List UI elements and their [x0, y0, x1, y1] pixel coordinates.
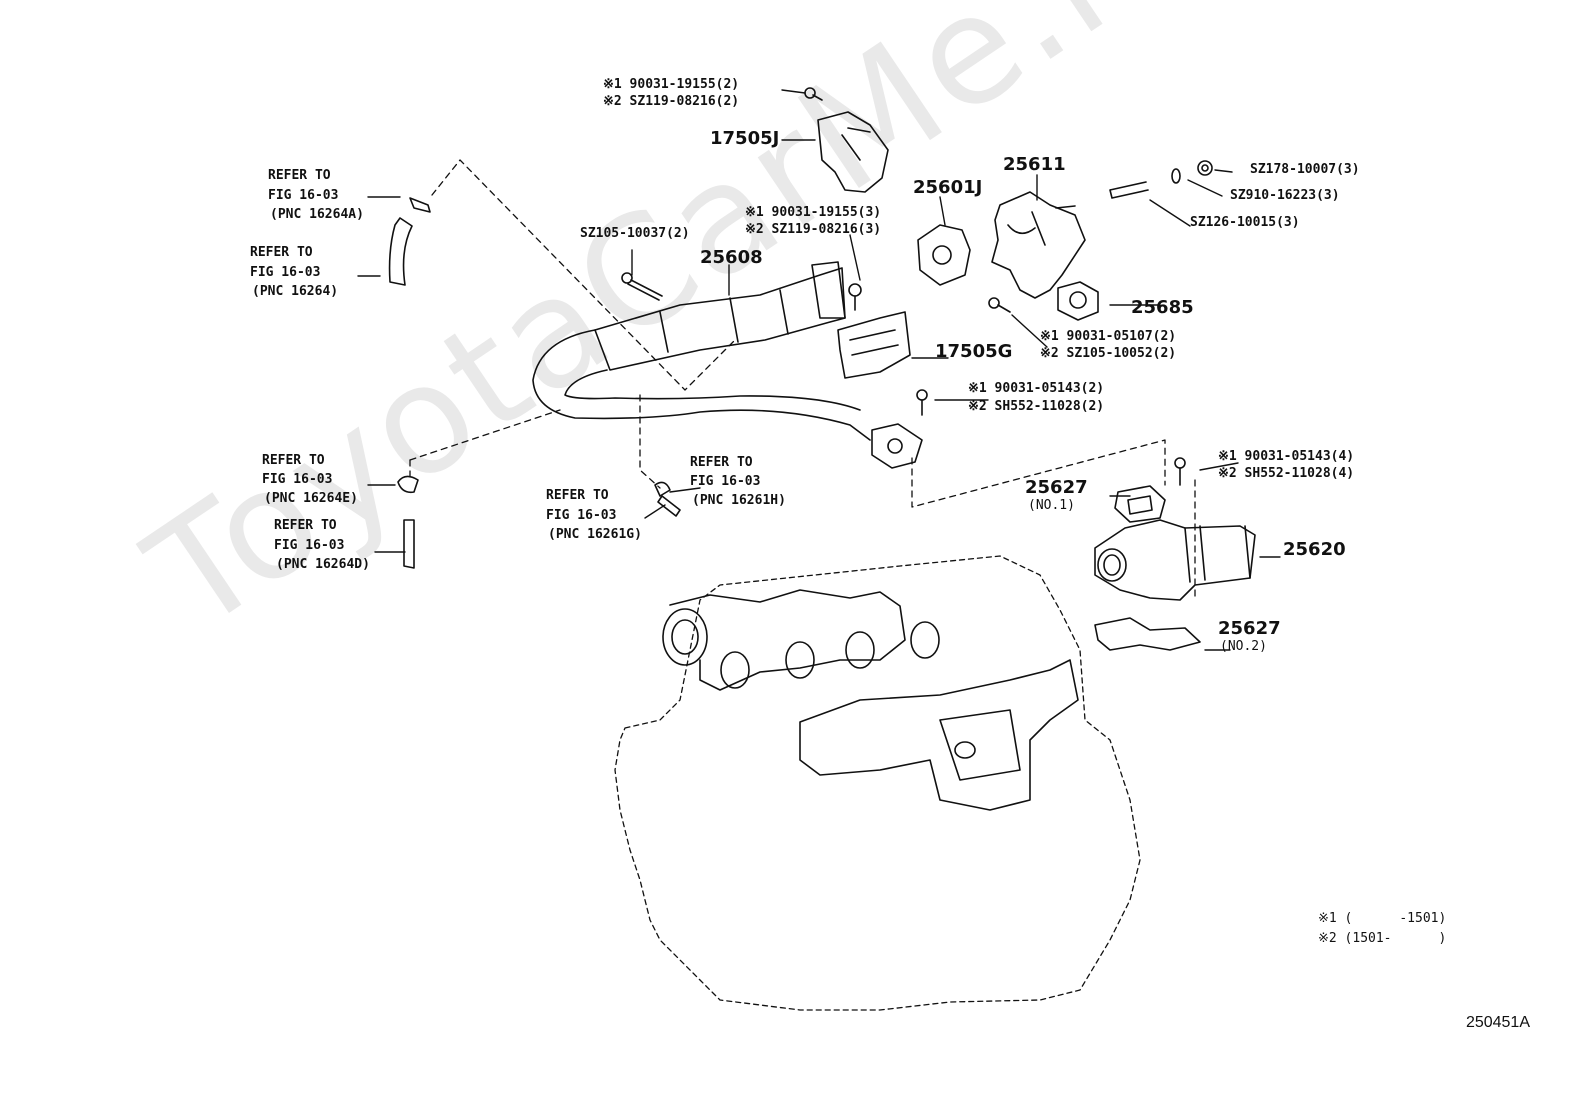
label-bolt-c-2: ※2 SH552-11028(2): [968, 399, 1105, 414]
label-bolt-top-2: ※2 SZ119-08216(2): [603, 94, 740, 109]
nut-washer-stud: [1055, 160, 1213, 209]
hoses-left: [388, 197, 681, 569]
egr-flange: [871, 423, 923, 469]
ref-b-line1: REFER TO: [250, 245, 313, 260]
ref-d-line3: (PNC 16264D): [276, 557, 370, 572]
ref-d-line1: REFER TO: [274, 518, 337, 533]
ref-g-line3: (PNC 16261G): [548, 527, 642, 542]
label-bolt-mid-2: ※2 SZ119-08216(3): [745, 222, 882, 237]
dashed-guides: [409, 159, 1196, 601]
ref-b-line2: FIG 16-03: [250, 265, 321, 280]
ref-h-line2: FIG 16-03: [690, 474, 761, 489]
ref-g-line1: REFER TO: [546, 488, 609, 503]
pipe-25611: [991, 191, 1086, 299]
gasket-25601j: [917, 224, 971, 286]
ref-h-line3: (PNC 16261H): [692, 493, 786, 508]
ref-b-line3: (PNC 16264): [252, 284, 339, 299]
ref-d-line2: FIG 16-03: [274, 538, 345, 553]
part-25627-no1: 25627: [1025, 477, 1088, 498]
label-bolt-r-2: ※2 SZ105-10052(2): [1040, 346, 1177, 361]
label-bolt-egr-1: ※1 90031-05143(4): [1218, 449, 1355, 464]
ref-a-line1: REFER TO: [268, 168, 331, 183]
insulator-17505j: [817, 111, 889, 193]
label-sz178: SZ178-10007(3): [1250, 162, 1360, 177]
engine-block: [614, 555, 1141, 1011]
label-sz126: SZ126-10015(3): [1190, 215, 1300, 230]
ref-e-line3: (PNC 16264E): [264, 491, 358, 506]
label-sz105-37: SZ105-10037(2): [580, 226, 690, 241]
part-25627-no1-sub: (NO.1): [1028, 498, 1075, 513]
exhaust-manifold: [662, 589, 940, 691]
label-bolt-mid-1: ※1 90031-19155(3): [745, 205, 882, 220]
ref-a-line3: (PNC 16264A): [270, 207, 364, 222]
part-17505g: 17505G: [935, 341, 1013, 362]
bolts-mid: [621, 272, 1186, 486]
gasket-25685: [1057, 281, 1099, 321]
label-bolt-top-1: ※1 90031-19155(2): [603, 77, 740, 92]
ref-e-line1: REFER TO: [262, 453, 325, 468]
part-25608: 25608: [700, 247, 763, 268]
label-sz910: SZ910-16223(3): [1230, 188, 1340, 203]
bolt-90031-19155-top: [804, 87, 823, 101]
gasket-25627-no1: [1114, 485, 1166, 523]
ref-a-line2: FIG 16-03: [268, 188, 339, 203]
ref-h-line1: REFER TO: [690, 455, 753, 470]
ref-e-line2: FIG 16-03: [262, 472, 333, 487]
part-25627-no2-sub: (NO.2): [1220, 639, 1267, 654]
legend-note-2: ※2 (1501- ): [1318, 931, 1447, 946]
part-17505j: 17505J: [710, 128, 780, 149]
part-25601j: 25601J: [913, 177, 983, 198]
part-25627-no2: 25627: [1218, 618, 1281, 639]
leader-lines: [357, 89, 1281, 651]
egr-valve-25620: [1094, 519, 1256, 601]
diagram-code: 250451A: [1465, 1014, 1530, 1031]
label-bolt-egr-2: ※2 SH552-11028(4): [1218, 466, 1355, 481]
egr-cooler-25608: [532, 261, 871, 441]
ref-g-line2: FIG 16-03: [546, 508, 617, 523]
gasket-25627-no2: [1094, 617, 1201, 651]
part-25620: 25620: [1283, 539, 1346, 560]
label-bolt-r-1: ※1 90031-05107(2): [1040, 329, 1177, 344]
part-25611: 25611: [1003, 154, 1066, 175]
part-25685: 25685: [1131, 297, 1194, 318]
legend-note-1: ※1 ( -1501): [1318, 911, 1447, 926]
label-bolt-c-1: ※1 90031-05143(2): [968, 381, 1105, 396]
insulator-17505g: [837, 311, 911, 379]
intake-manifold: [799, 659, 1079, 811]
